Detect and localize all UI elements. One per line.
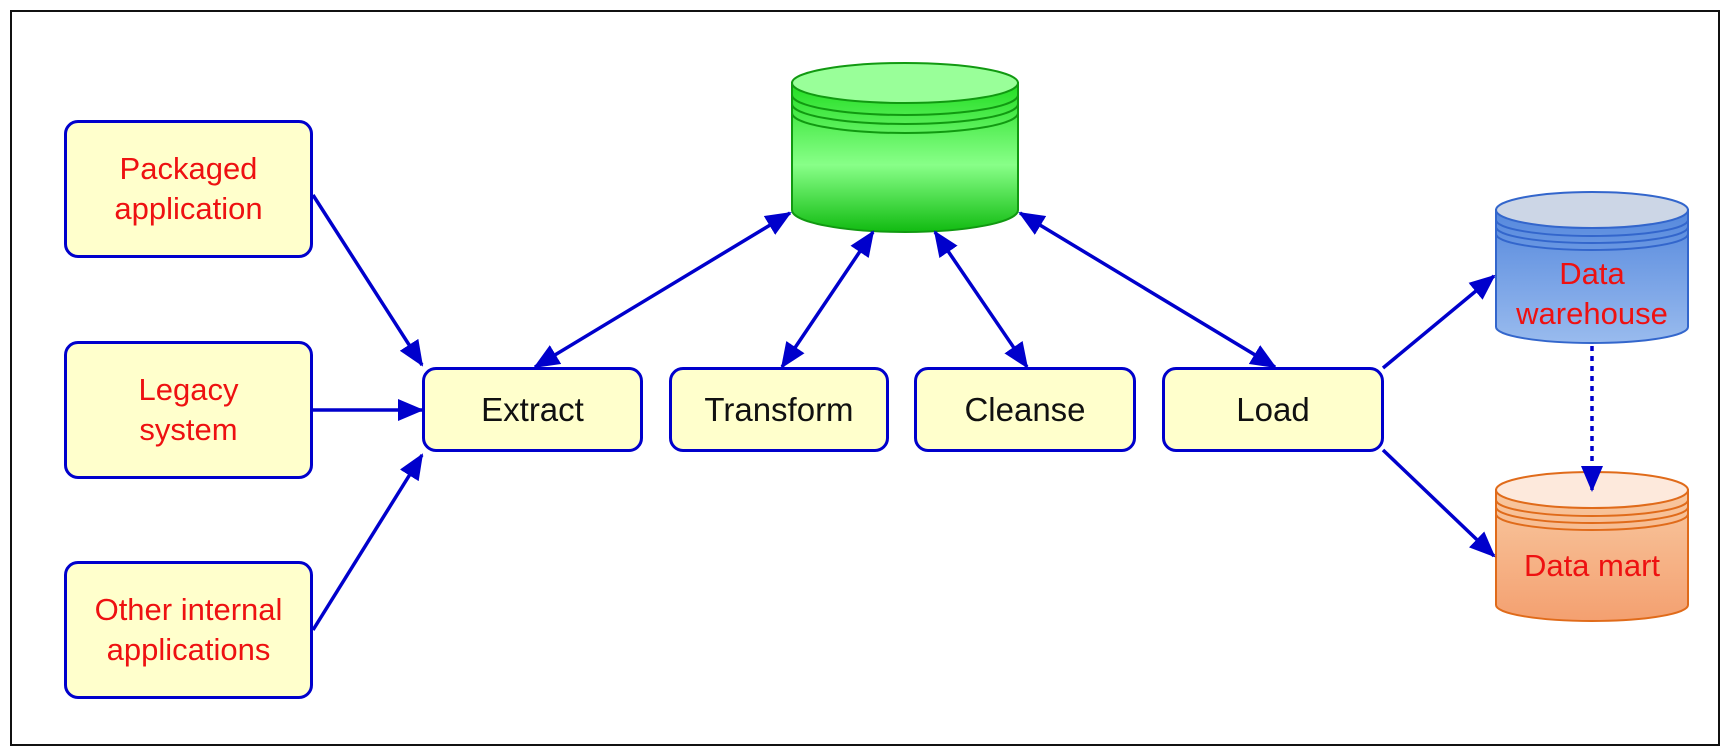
step-label: Transform [704,390,854,428]
arrow-other-to-extract [311,453,424,631]
arrow-packaged-to-extract [311,194,424,367]
step-label: Cleanse [964,390,1086,428]
data-warehouse-database-icon [1495,191,1689,344]
step-cleanse: Cleanse [914,367,1136,452]
mart-text: Data mart [1523,548,1661,583]
warehouse-line: Data [1559,256,1625,291]
source-line: Legacy [138,372,239,407]
diagram-frame [10,10,1720,746]
step-extract: Extract [422,367,643,452]
step-transform: Transform [669,367,889,452]
arrow-cleanse-staging [933,230,1029,369]
source-line: system [139,412,238,447]
warehouse-line: warehouse [1516,296,1668,331]
source-line: applications [106,632,271,667]
source-line: Packaged [119,151,258,186]
step-label: Load [1236,390,1310,428]
source-line: application [114,191,263,226]
arrow-extract-staging [533,211,792,369]
source-line: Other internal [94,592,283,627]
data-warehouse-label: Data warehouse [1496,254,1688,334]
step-label: Extract [481,390,584,428]
arrow-load-staging [1018,211,1277,369]
step-load: Load [1162,367,1384,452]
source-packaged-application: Packaged application [64,120,313,258]
arrow-transform-staging [780,230,875,369]
source-other-internal-applications: Other internal applications [64,561,313,699]
source-legacy-system: Legacy system [64,341,313,479]
arrow-load-to-mart [1381,448,1496,558]
data-mart-label: Data mart [1496,546,1688,586]
arrow-load-to-warehouse [1381,274,1496,370]
staging-database-icon [791,62,1019,233]
